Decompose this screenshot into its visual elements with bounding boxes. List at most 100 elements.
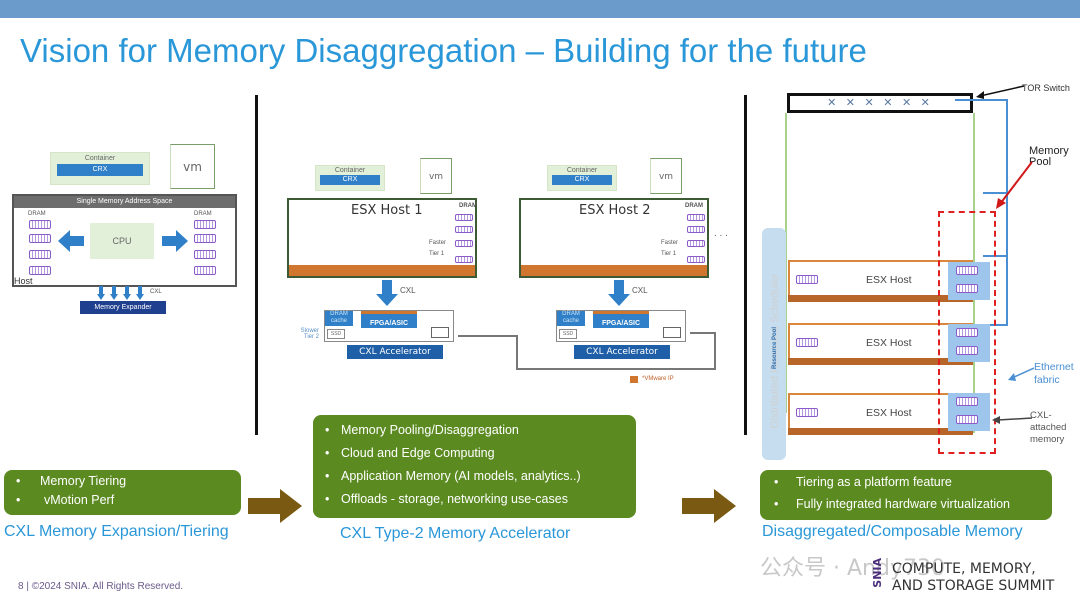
memory-pool-pointer-arrow (996, 161, 1033, 209)
dram-chip-icon (455, 256, 473, 263)
panel-composable-memory: ✕ ✕ ✕ ✕ ✕ ✕ TOR Switch Memory Pool Distr… (740, 80, 1080, 460)
card-item: •Memory Pooling/Disaggregation (325, 423, 519, 437)
crx-label: CRX (57, 164, 143, 176)
dram-chip-icon (455, 214, 473, 221)
host-label: Host (14, 276, 33, 286)
dram-chip-icon (29, 220, 51, 229)
card-item-text: Application Memory (AI models, analytics… (341, 469, 581, 483)
card-item: •Cloud and Edge Computing (325, 446, 495, 460)
cxl-memory-pointer-arrow (992, 416, 1032, 424)
progression-arrow-icon (248, 489, 302, 523)
esx-host-title: ESX Host 2 (579, 203, 651, 218)
ssd: SSD (327, 329, 345, 339)
ethernet-link (1006, 99, 1008, 325)
esx-host-label: ESX Host (866, 407, 912, 419)
card-item: •Fully integrated hardware virtualizatio… (774, 497, 1010, 511)
dram-chip-icon (687, 226, 705, 233)
dram-chip-icon (194, 250, 216, 259)
memory-pool-label: Memory Pool (1029, 145, 1069, 168)
legend-label: *VMware IP (642, 376, 674, 382)
cxl-arrow-icon (376, 280, 398, 306)
card-item-text: Tiering as a platform feature (796, 475, 952, 489)
dram-chip-icon (194, 266, 216, 275)
cxl-memory-module (948, 324, 990, 362)
dram-chip-icon (29, 234, 51, 243)
accelerator-card: DRAM cache FPGA/ASIC SSD (324, 310, 454, 342)
container-label: Container (566, 167, 598, 174)
card-composable-memory: •Tiering as a platform feature •Fully in… (760, 470, 1052, 520)
esx-host-row: ESX Host (788, 260, 973, 302)
cpu-box: CPU (90, 223, 154, 259)
slower-tier-label: Slower Tier 2 (300, 328, 319, 340)
fpga-asic: FPGA/ASIC (593, 311, 649, 328)
summit-line-1: COMPUTE, MEMORY, (892, 561, 1036, 577)
dram-chip-icon (29, 266, 51, 275)
resource-pool-bar (762, 228, 786, 460)
snia-logo: SNIA (871, 558, 884, 588)
network-port-icon (663, 327, 681, 338)
card-memory-expansion: •Memory Tiering •vMotion Perf (4, 470, 241, 515)
dram-chip-icon (956, 328, 978, 337)
ethernet-link (983, 192, 1008, 194)
accelerator-card: DRAM cache FPGA/ASIC SSD (556, 310, 686, 342)
vmware-ip-bar (289, 265, 475, 276)
vm-box: vm (650, 158, 682, 194)
host-base (788, 295, 973, 302)
tor-switch: ✕ ✕ ✕ ✕ ✕ ✕ (787, 93, 973, 113)
card-item: •Offloads - storage, networking use-case… (325, 492, 568, 506)
resource-pool-label: Resource Pool (772, 327, 778, 370)
dram-chip-icon (956, 284, 978, 293)
network-link (714, 332, 716, 370)
cxl-memory-module (948, 262, 990, 300)
dram-chip-icon (687, 214, 705, 221)
panel-memory-expansion: Container CRX vm Single Memory Address S… (0, 140, 250, 320)
dram-chip-icon (194, 234, 216, 243)
dram-label: DRAM (685, 203, 703, 209)
cxl-label: CXL (632, 286, 648, 295)
tor-pointer-arrow (976, 85, 1024, 99)
vm-box: vm (420, 158, 452, 194)
dram-chip-icon (796, 408, 818, 417)
dram-chip-icon (956, 415, 978, 424)
host-base (788, 428, 973, 435)
tier-label: Tier 1 (661, 251, 677, 257)
dram-chip-icon (956, 346, 978, 355)
dram-chip-icon (455, 240, 473, 247)
faster-label: Faster (661, 240, 679, 246)
panel-memory-accelerator: Container CRX vm ESX Host 1 DRAM Faster … (280, 150, 740, 390)
network-link (458, 335, 518, 337)
cxl-link-arrows-icon (97, 286, 144, 300)
dram-right-label: DRAM (194, 211, 212, 217)
dram-chip-icon (796, 275, 818, 284)
cxl-accelerator-label: CXL Accelerator (347, 345, 443, 359)
container-label: Container (334, 167, 366, 174)
host-base (788, 358, 973, 365)
watermark: 公众号 · Andy730 (760, 556, 945, 581)
esx-host-row: ESX Host (788, 393, 973, 435)
host-box: Single Memory Address Space DRAM DRAM CP… (12, 194, 237, 287)
footer-copyright: 8 | ©2024 SNIA. All Rights Reserved. (18, 581, 184, 592)
card-item-text: Memory Tiering (40, 474, 127, 488)
tier-label: Tier 1 (429, 251, 445, 257)
card-item-text: vMotion Perf (44, 493, 115, 507)
dram-chip-icon (194, 220, 216, 229)
summit-line-2: AND STORAGE SUMMIT (892, 578, 1055, 594)
dram-cache: DRAM cache (325, 311, 353, 326)
container-label: Container (84, 155, 116, 162)
card-memory-accelerator: •Memory Pooling/Disaggregation •Cloud an… (313, 415, 636, 518)
dram-chip-icon (956, 266, 978, 275)
network-port-icon (431, 327, 449, 338)
card-item-text: Fully integrated hardware virtualization (796, 497, 1010, 511)
esx-host-2: ESX Host 2 DRAM Faster Tier 1 (519, 198, 709, 278)
summit-logo-text: COMPUTE, MEMORY, AND STORAGE SUMMIT (892, 561, 1054, 595)
dram-chip-icon (687, 240, 705, 247)
container-box: Container CRX (50, 152, 150, 185)
arrow-right-icon (162, 230, 188, 252)
esx-host-1: ESX Host 1 DRAM Faster Tier 1 (287, 198, 477, 278)
container-box: Container CRX (315, 165, 385, 191)
card-item-text: Memory Pooling/Disaggregation (341, 423, 519, 437)
dram-chip-icon (796, 338, 818, 347)
card-item: •Memory Tiering (16, 474, 127, 488)
divider-right (744, 95, 747, 435)
caption-memory-expansion: CXL Memory Expansion/Tiering (4, 523, 229, 540)
